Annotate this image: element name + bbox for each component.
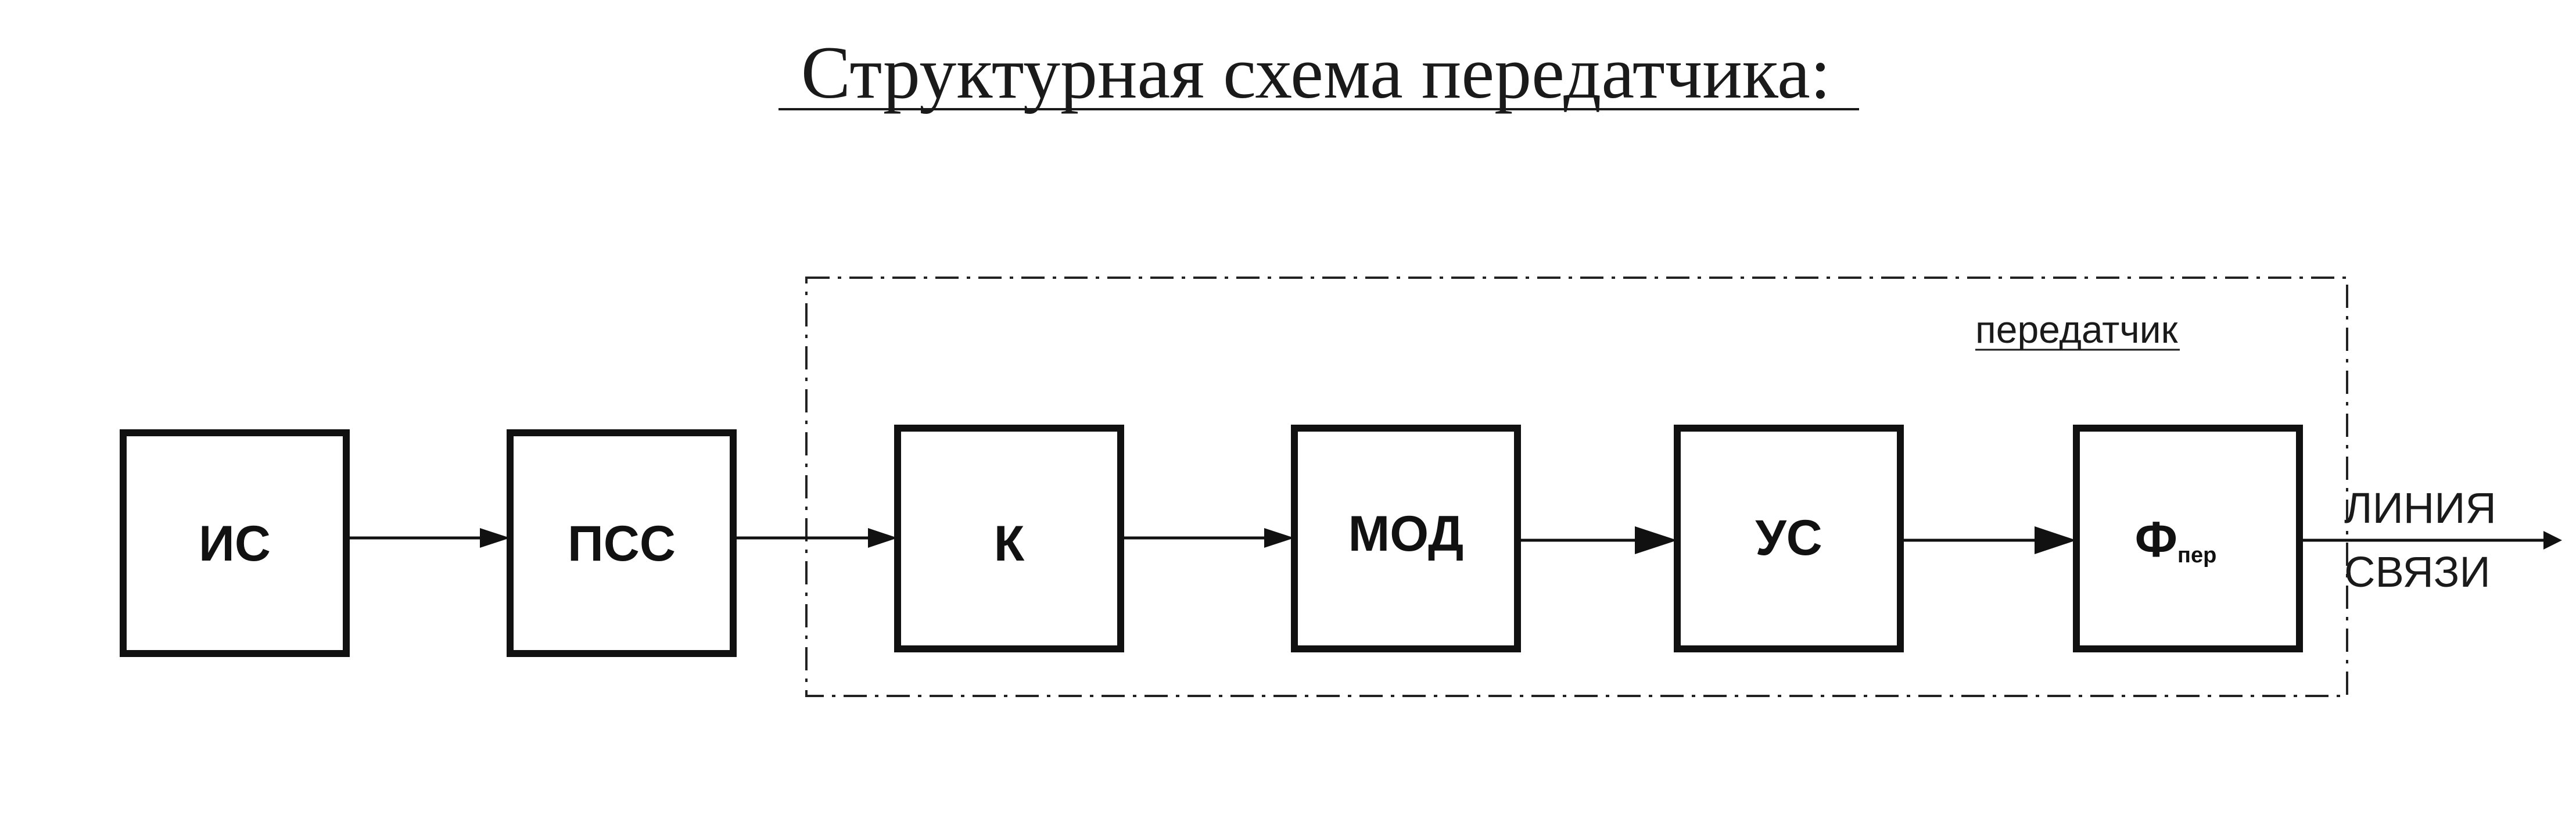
block-mod-label: МОД	[1348, 506, 1464, 562]
block-f-label: Ф	[2135, 512, 2177, 568]
block-pss: ПСС	[507, 429, 737, 657]
arrow-output	[2299, 531, 2562, 550]
block-f: Фпер	[2073, 425, 2303, 652]
transmitter-group-box	[805, 277, 2348, 697]
block-us: УС	[1674, 425, 1904, 652]
output-line-label-1: ЛИНИЯ	[2344, 484, 2496, 532]
block-k: К	[894, 425, 1124, 652]
block-k-label: К	[994, 516, 1025, 572]
output-line-label-2: СВЯЗИ	[2344, 548, 2491, 596]
block-pss-label: ПСС	[568, 516, 676, 572]
arrow-k-mod	[1121, 528, 1294, 548]
block-is-label: ИС	[199, 516, 271, 572]
transmitter-group-label: передатчик	[1975, 308, 2179, 351]
arrow-mod-us	[1517, 526, 1677, 554]
arrow-is-pss	[346, 528, 510, 548]
diagram-title: Структурная схема передатчика:	[801, 31, 1831, 114]
block-f-subscript: пер	[2177, 543, 2216, 568]
block-us-label: УС	[1755, 510, 1822, 566]
block-f-text: Фпер	[2135, 512, 2217, 568]
block-is: ИС	[120, 429, 350, 657]
block-mod: МОД	[1291, 425, 1521, 652]
arrow-us-f	[1900, 526, 2076, 554]
arrow-pss-k	[733, 528, 898, 548]
